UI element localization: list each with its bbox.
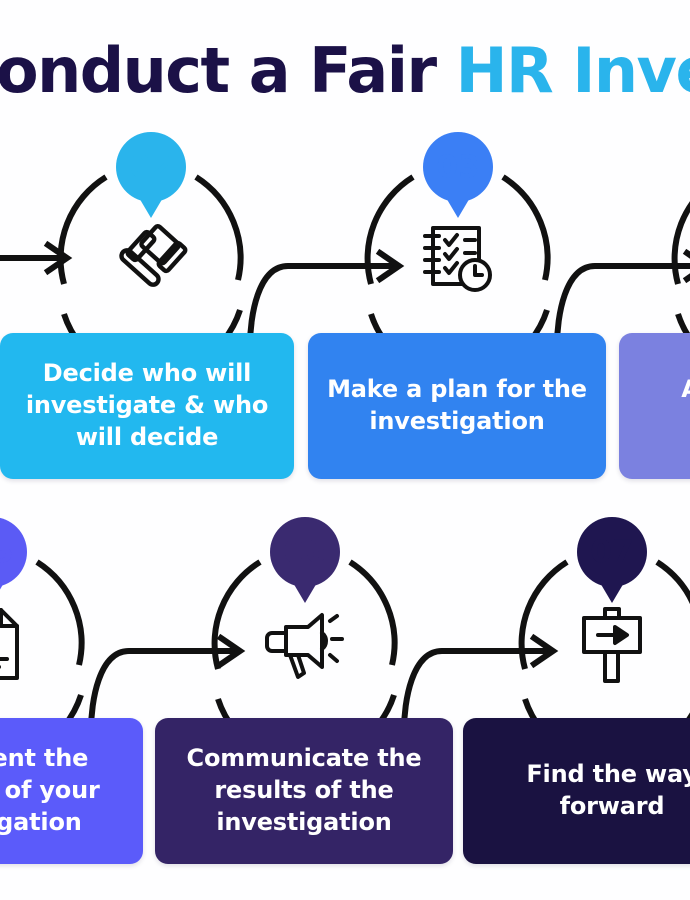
- connector-arrow-in-left: [0, 240, 73, 276]
- step-badge-07: 07: [577, 517, 647, 587]
- step-card-text-06: Communicate the results of the investiga…: [186, 744, 422, 836]
- step-card-07[interactable]: Find the way forward: [463, 718, 690, 864]
- step-badge-02: 02: [116, 132, 186, 202]
- step-card-text-02: Decide who will investigate & who will d…: [25, 359, 269, 451]
- process-row-2: 05: [0, 505, 690, 865]
- step-card-text-05: Document the findings of your investigat…: [0, 744, 100, 836]
- step-number-03: 03: [436, 149, 480, 185]
- step-card-text-04: Ask the right questions: [633, 374, 690, 437]
- checklist-clock-icon: [408, 216, 508, 302]
- step-node-02[interactable]: 02: [44, 126, 258, 371]
- step-node-06[interactable]: 06: [198, 511, 412, 756]
- step-number-06: 06: [283, 534, 327, 570]
- step-badge-06: 06: [270, 517, 340, 587]
- step-badge-03: 03: [423, 132, 493, 202]
- megaphone-icon: [255, 601, 355, 687]
- process-row-1: 02: [0, 120, 690, 480]
- page-title-accent: HR Inves: [455, 34, 690, 107]
- page-title-primary: Conduct a Fair: [0, 34, 456, 107]
- step-number-07: 07: [590, 534, 634, 570]
- step-card-06[interactable]: Communicate the results of the investiga…: [155, 718, 453, 864]
- step-number-02: 02: [129, 149, 173, 185]
- step-arc-04: [671, 201, 690, 344]
- step-card-04[interactable]: Ask the right questions: [619, 333, 690, 479]
- gavel-icon: [101, 216, 201, 302]
- page-title: Conduct a Fair HR Inves: [0, 28, 690, 114]
- step-card-text-03: Make a plan for the investigation: [327, 375, 587, 435]
- step-card-text-07: Find the way forward: [526, 760, 690, 820]
- step-node-03[interactable]: 03: [351, 126, 565, 371]
- step-card-02[interactable]: Decide who will investigate & who will d…: [0, 333, 294, 479]
- step-node-07[interactable]: 07: [505, 511, 690, 756]
- step-number-05: 05: [0, 534, 14, 570]
- step-card-03[interactable]: Make a plan for the investigation: [308, 333, 606, 479]
- step-card-05[interactable]: Document the findings of your investigat…: [0, 718, 143, 864]
- report-document-icon: [0, 601, 42, 687]
- signpost-icon: [562, 601, 662, 687]
- step-node-04[interactable]: 04: [658, 126, 690, 352]
